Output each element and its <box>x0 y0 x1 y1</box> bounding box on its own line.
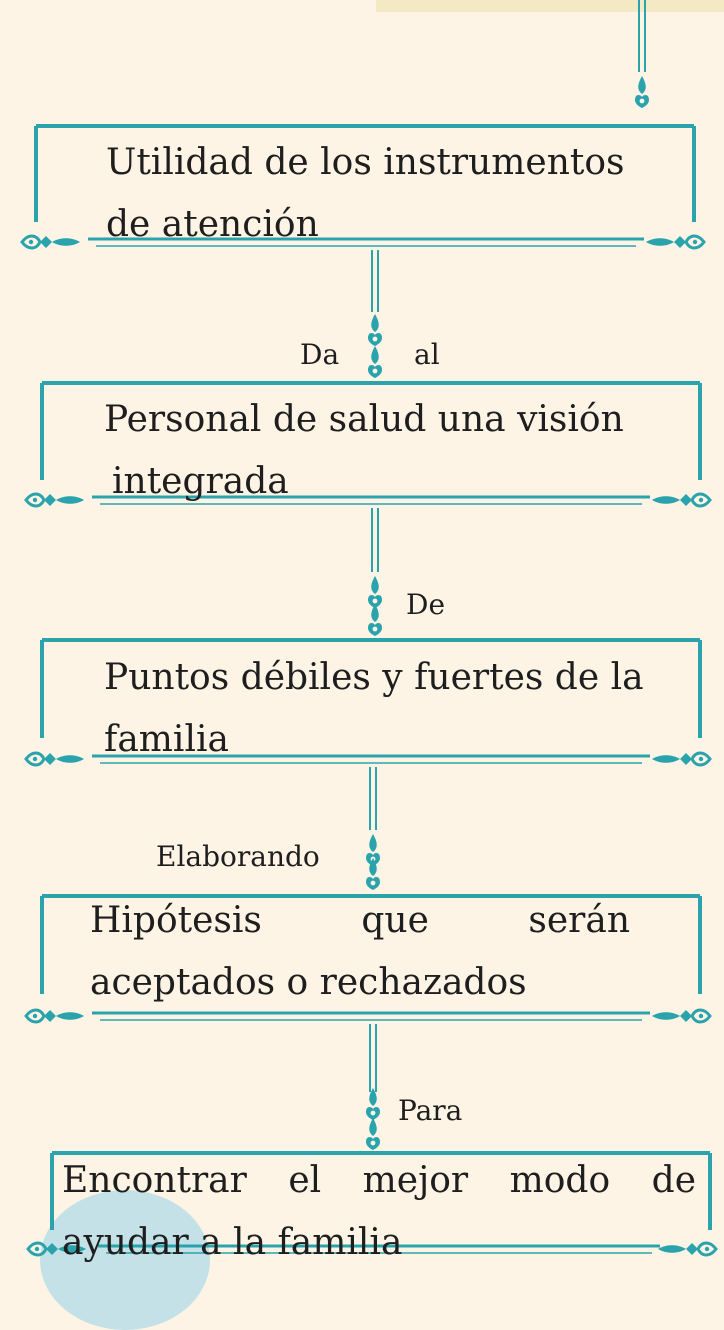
box-frame-1 <box>34 124 696 247</box>
box-5-text-cont: ayudar a la familia <box>62 1212 662 1274</box>
box-3-text: Puntos débiles y fuertes de la familia <box>104 647 664 771</box>
box-2-line-1: Personal de salud una visión <box>104 399 624 440</box>
box-4-line-1: Hipótesis que serán <box>90 900 630 941</box>
connector-line-5 <box>369 1024 377 1092</box>
connector-line-1 <box>638 0 646 72</box>
connector-line-2 <box>371 250 379 312</box>
connector-label-para: Para <box>398 1094 463 1127</box>
box-frame-4 <box>40 894 702 1021</box>
connector-line-4 <box>369 767 377 830</box>
connector-label-al: al <box>414 338 440 371</box>
box-frame-5 <box>50 1151 712 1254</box>
box-5-line-2: ayudar a la familia <box>62 1222 403 1263</box>
box-2-line-2: integrada <box>112 461 289 502</box>
box-1-line-1: Utilidad de los instrumentos <box>106 142 625 183</box>
box-3-line-2: familia <box>104 719 229 760</box>
frame-layer <box>20 0 718 1257</box>
box-1-text: Utilidad de los instrumentos de atención <box>106 132 666 256</box>
flowchart: Utilidad de los instrumentos de atención… <box>20 0 724 1330</box>
top-banner-edge <box>376 0 724 12</box>
box-5-line-1: Encontrar el mejor modo de <box>62 1160 696 1201</box>
box-frame-3 <box>40 638 702 764</box>
connector-label-elaborando: Elaborando <box>156 840 320 873</box>
box-2-text: Personal de salud una visión integrada <box>104 389 664 513</box>
box-4-line-2: aceptados o rechazados <box>90 962 527 1003</box>
connector-label-de: De <box>406 588 446 621</box>
box-frame-2 <box>40 381 702 505</box>
box-3-line-1: Puntos débiles y fuertes de la <box>104 657 644 698</box>
connector-label-da: Da <box>300 338 340 371</box>
box-4-text-cont: aceptados o rechazados <box>90 952 650 1014</box>
connector-line-3 <box>371 508 379 572</box>
box-5-text: Encontrar el mejor modo de <box>62 1150 696 1212</box>
box-4-text: Hipótesis que serán <box>90 890 630 952</box>
box-1-line-2: de atención <box>106 204 319 245</box>
